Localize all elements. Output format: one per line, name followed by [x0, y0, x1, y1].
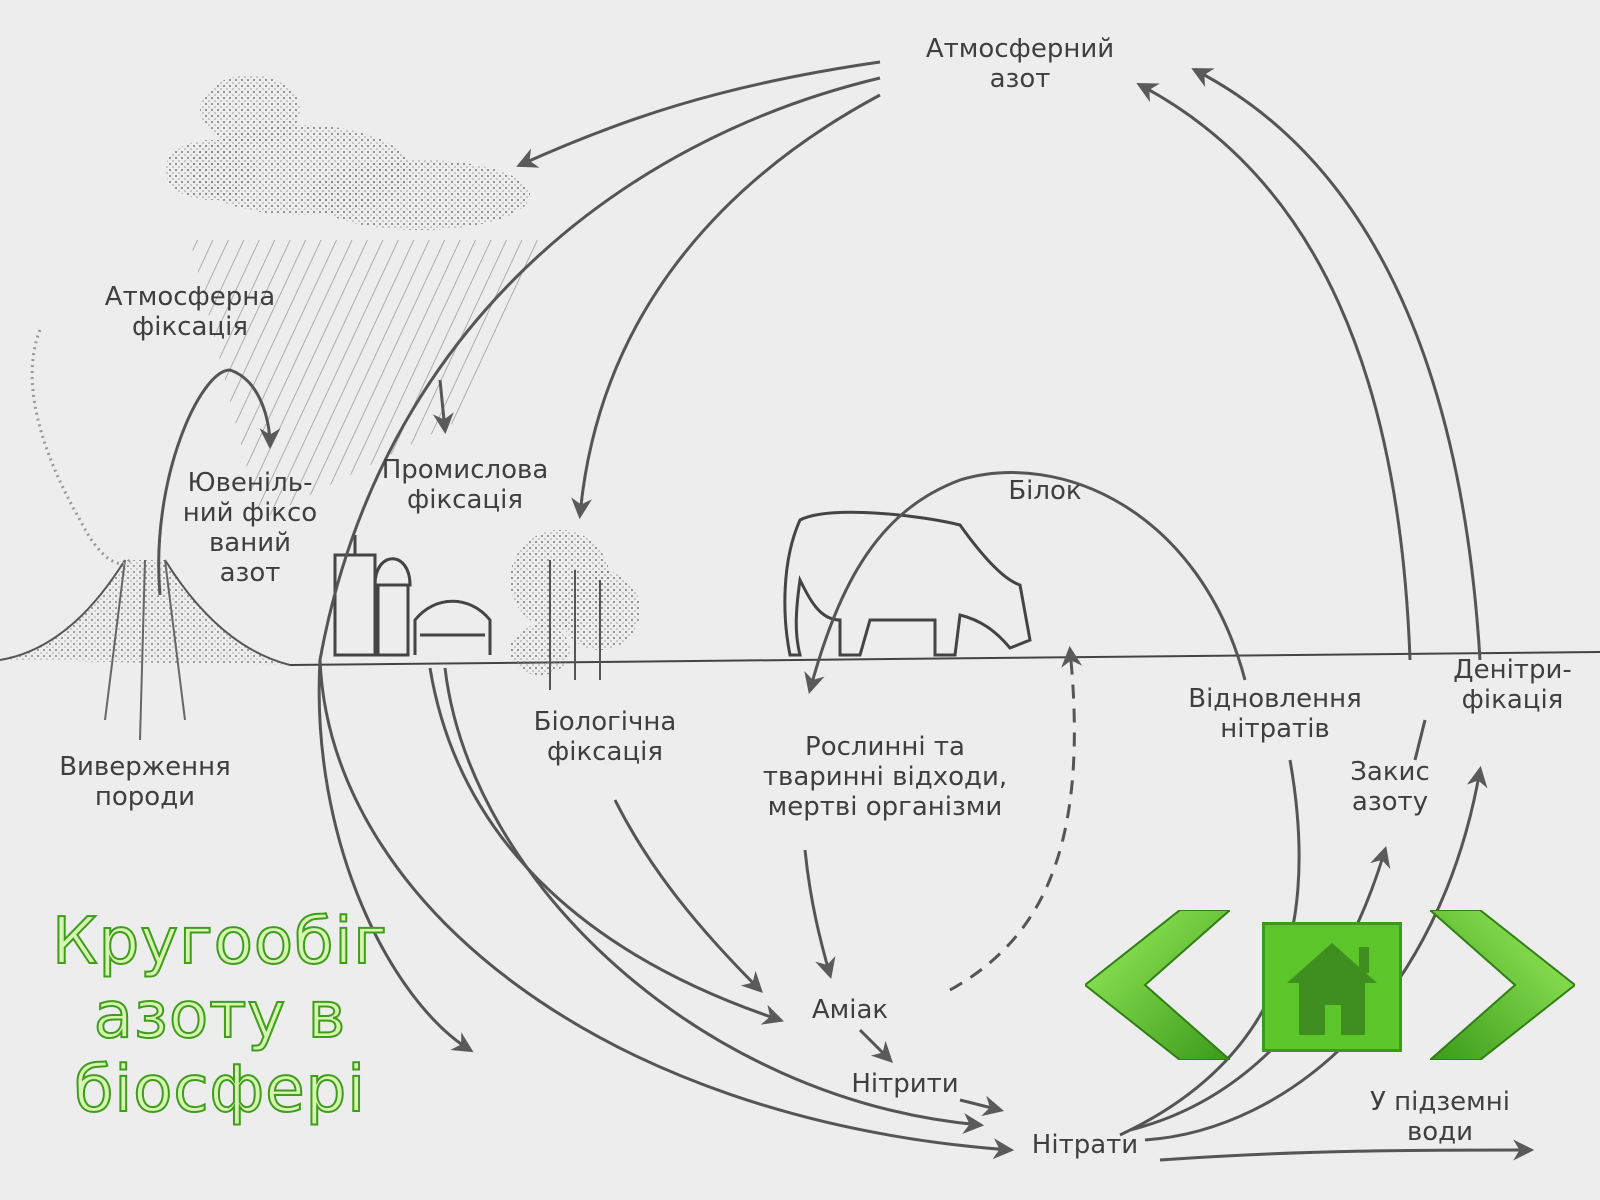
- label-groundwater: У підземні води: [1370, 1087, 1510, 1147]
- home-icon: [1287, 943, 1377, 1035]
- arrow-denitrification-to-atm: [1191, 68, 1482, 661]
- cow-illustration: [783, 510, 1032, 657]
- label-nitrate-reduction: Відновлення нітратів: [1188, 684, 1362, 744]
- arrow-to-nitrates-bottom-outer: [318, 659, 1015, 1160]
- label-nitrites: Нітрити: [851, 1069, 959, 1099]
- chevron-right-icon: [1427, 909, 1577, 1061]
- label-ammonia: Аміак: [811, 995, 889, 1025]
- chevron-left-icon: [1083, 909, 1233, 1061]
- arrow-protein: [804, 471, 1247, 695]
- next-slide-button[interactable]: [1427, 909, 1577, 1061]
- arrow-factory-to-nitrates: [443, 667, 985, 1134]
- label-nitrous-oxide: Закис азоту: [1350, 757, 1430, 817]
- rain-illustration: [190, 240, 540, 520]
- arrow-atm-to-industrial: [317, 76, 881, 1053]
- arrow-atm-to-biological: [571, 93, 881, 520]
- arrow-ammonia-to-nitrites: [858, 1028, 893, 1063]
- label-denitrification: Денітри- фікація: [1453, 655, 1572, 715]
- label-eruption: Виверження породи: [59, 752, 231, 812]
- label-biological-fixation: Біологічна фіксація: [533, 707, 677, 767]
- label-atmospheric-fixation: Атмосферна фіксація: [104, 282, 276, 342]
- arrow-rain-down: [432, 379, 454, 435]
- cycle-arrows: [157, 60, 1535, 1162]
- slide-title: Кругообіг азоту в біосфері: [51, 904, 388, 1128]
- arrow-biological-to-ammonia: [613, 799, 763, 993]
- label-protein: Білок: [1008, 476, 1082, 506]
- arrow-atm-to-cloud: [516, 60, 881, 168]
- label-waste: Рослинні та тваринні відходи, мертві орг…: [762, 732, 1008, 822]
- arrow-reduction-to-atm: [1136, 83, 1412, 661]
- label-atmospheric-nitrogen: Атмосферний азот: [925, 34, 1115, 94]
- label-juvenile-fixed-nitrogen: Ювеніль- ний фіксо ваний азот: [182, 468, 318, 588]
- arrow-nitrates-to-groundwater: [1159, 1139, 1535, 1162]
- label-industrial-fixation: Промислова фіксація: [381, 455, 549, 515]
- volcano-illustration: [0, 329, 291, 741]
- dashed-ammonia-arrow: [949, 645, 1083, 992]
- arrow-waste-to-ammonia: [803, 849, 836, 980]
- label-nitrates: Нітрати: [1031, 1130, 1139, 1160]
- prev-slide-button[interactable]: [1083, 909, 1233, 1061]
- arrow-factory-to-ammonia: [428, 667, 784, 1025]
- plant-illustration: [510, 530, 640, 690]
- arrow-nitrites-to-nitrates: [959, 1095, 1005, 1117]
- home-button[interactable]: [1262, 922, 1402, 1052]
- arrow-juvenile: [157, 368, 281, 596]
- factory-illustration: [333, 535, 492, 657]
- ground-line: [289, 651, 1600, 666]
- cloud-illustration: [165, 75, 530, 230]
